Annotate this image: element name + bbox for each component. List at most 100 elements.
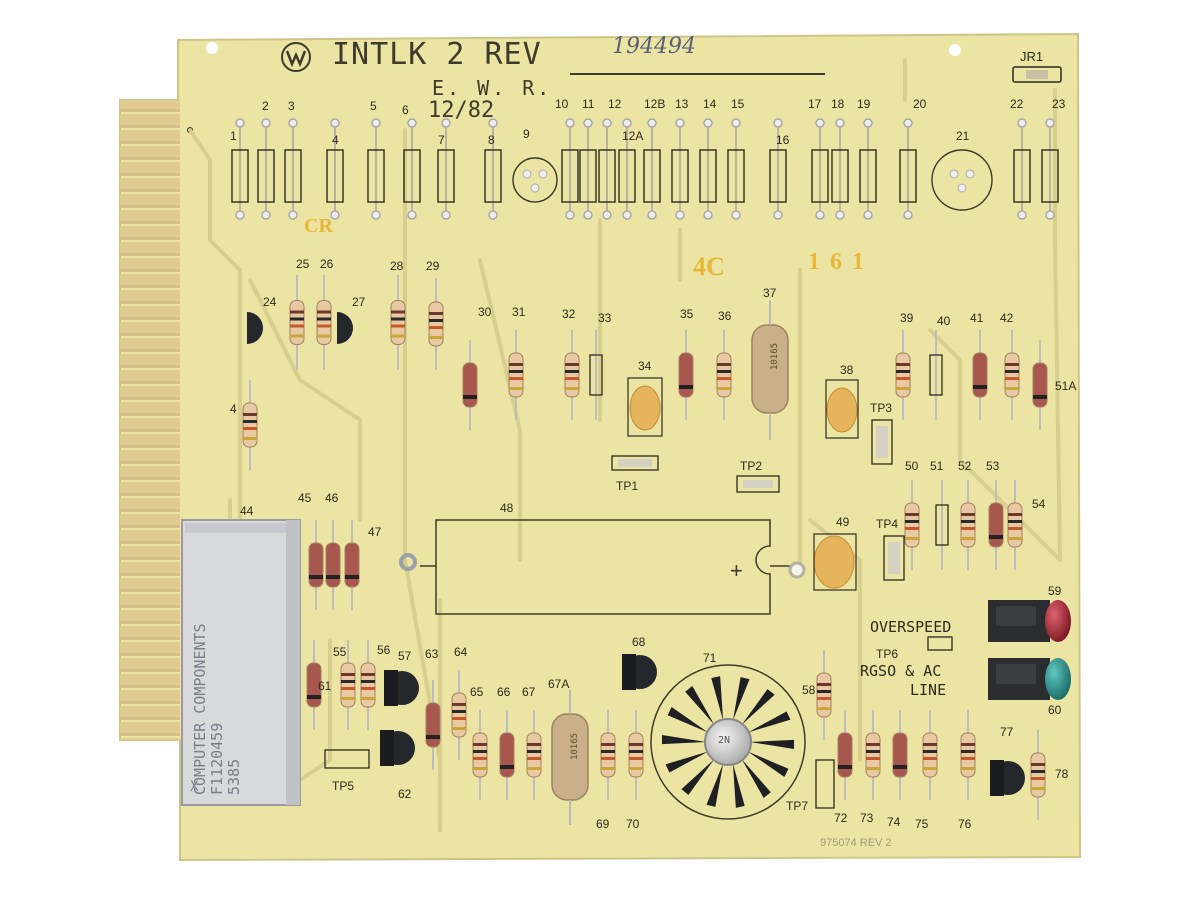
manufacturer-logo (281, 42, 311, 72)
relay-date-code: 5385 (225, 758, 243, 795)
tp2-label: TP2 (740, 459, 763, 473)
row2-part-0 (289, 275, 305, 370)
row3-part-14 (837, 710, 853, 800)
transistor71-marking: 2N (718, 735, 731, 746)
row2-part-7 (589, 330, 603, 420)
test-points (324, 419, 953, 809)
ref-24: 24 (263, 295, 277, 309)
ic48-plus-mark: + (730, 558, 743, 583)
row1-part-11 (618, 118, 636, 220)
ref-15: 15 (731, 97, 745, 111)
ref-17: 17 (808, 97, 822, 111)
ref-55: 55 (333, 645, 347, 659)
row1-part-22 (1041, 118, 1059, 220)
ref-12a: 12A (622, 129, 644, 143)
row1-part-21 (1013, 118, 1031, 220)
row2-part-9 (716, 330, 732, 420)
ref-76: 76 (958, 817, 972, 831)
heatsink-fin (747, 751, 789, 777)
tp4-label: TP4 (876, 517, 899, 531)
jumper-label: JR1 (1020, 49, 1044, 64)
silkscreen-code: 161 (808, 249, 874, 275)
ref-52: 52 (958, 459, 972, 473)
ref-12b: 12B (644, 97, 666, 111)
ref-32: 32 (562, 307, 576, 321)
transistor-71-heatsink (650, 664, 806, 820)
row3-part-2 (344, 520, 360, 610)
ref-47: 47 (368, 525, 382, 539)
ref-67a: 67A (548, 677, 570, 691)
ref-60: 60 (1048, 703, 1062, 717)
led-indicators (988, 600, 1071, 700)
tp7-label: TP7 (786, 799, 809, 813)
tp5-label: TP5 (332, 779, 355, 793)
ref-19: 19 (857, 97, 871, 111)
heatsink-fin (732, 763, 745, 808)
ref-65: 65 (470, 685, 484, 699)
heatsink-fin (747, 711, 791, 733)
row2-part-18 (988, 480, 1004, 570)
ref-10: 10 (555, 97, 569, 111)
row1-part-18 (831, 118, 849, 220)
ref-39: 39 (900, 311, 914, 325)
transistor-row2-0 (247, 312, 263, 344)
ref-1: 1 (230, 129, 237, 143)
ref-46: 46 (325, 491, 339, 505)
row2-part-10 (895, 330, 911, 420)
row1-part-17 (811, 118, 829, 220)
row2-part-14 (1032, 340, 1048, 430)
ref-12: 12 (608, 97, 622, 111)
row2-part-11 (929, 330, 943, 420)
ref-4: 4 (332, 133, 339, 147)
tp3-label: TP3 (870, 401, 893, 415)
ref-62: 62 (398, 787, 412, 801)
ref-53: 53 (986, 459, 1000, 473)
relay-x-mark: X (190, 779, 199, 795)
row3-part-8 (472, 710, 488, 800)
ic-outline-48 (399, 519, 806, 615)
row2-part-12 (972, 330, 988, 420)
ref-61: 61 (318, 679, 332, 693)
top-component-row (231, 118, 1059, 220)
row3-part-6 (425, 680, 441, 770)
ref-63: 63 (425, 647, 439, 661)
row1-part-13 (671, 118, 689, 220)
row3-part-1 (325, 520, 341, 610)
ref-14: 14 (703, 97, 717, 111)
row1-part-5 (403, 118, 421, 220)
ref-75: 75 (915, 817, 929, 831)
row3-part-18 (960, 710, 976, 800)
ref-68: 68 (632, 635, 646, 649)
ref-73: 73 (860, 811, 874, 825)
row1-part-7 (484, 118, 502, 220)
row1-part-0 (231, 118, 249, 220)
film-capacitors (551, 300, 789, 825)
row1-part-8 (561, 118, 579, 220)
row1-part-12 (643, 118, 661, 220)
bottom-component-row (306, 520, 1046, 820)
transistor-row3-0 (384, 670, 419, 706)
ref-69: 69 (596, 817, 610, 831)
transistor-row2-1 (337, 312, 353, 344)
tp1-label: TP1 (616, 479, 639, 493)
ref-51a: 51A (1055, 379, 1077, 393)
heatsink-fin (685, 686, 715, 725)
tp6-label: TP6 (876, 647, 899, 661)
heatsink-fin (741, 689, 775, 725)
edge-connector (120, 100, 180, 740)
row3-part-4 (340, 640, 356, 730)
ref-31: 31 (512, 305, 526, 319)
ref-36: 36 (718, 309, 732, 323)
ref-13: 13 (675, 97, 689, 111)
transistor-row3-1 (380, 730, 415, 766)
row3-part-7 (451, 670, 467, 760)
relay-44 (181, 519, 301, 806)
tantalum-capacitors (627, 377, 859, 591)
row1-part-15 (727, 118, 745, 220)
row2-part-17 (960, 480, 976, 570)
row1-part-9 (579, 118, 597, 220)
row2-part-16 (904, 480, 920, 570)
ref-72: 72 (834, 811, 848, 825)
ref-41: 41 (970, 311, 984, 325)
row2-part-19 (1007, 480, 1023, 570)
